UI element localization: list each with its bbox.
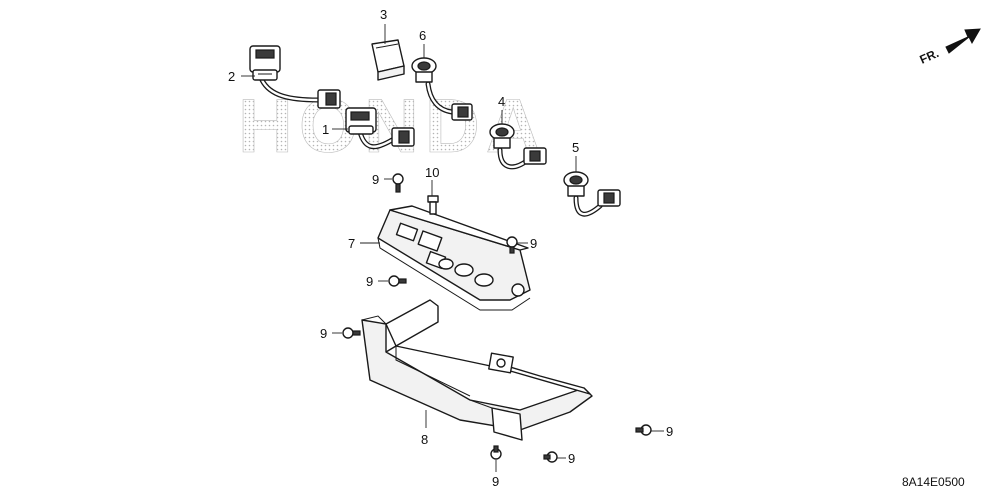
part-3-switch-cap[interactable] [371,39,405,81]
fastener-10[interactable] [427,195,439,215]
part-8-lower-cover[interactable] [361,299,593,441]
part-7-switch-panel[interactable] [377,205,531,311]
fastener-9-c[interactable] [388,275,407,287]
front-label: FR. [918,46,941,67]
callout-9-f: 9 [568,451,575,466]
callout-numbers: 2 3 6 1 4 5 9 10 7 9 9 9 8 9 9 9 [228,7,673,489]
front-direction-arrow: FR. [918,28,981,67]
part-1-switch-harness[interactable] [345,107,415,150]
callout-9-e: 9 [666,424,673,439]
callout-9-g: 9 [492,474,499,489]
callout-3: 3 [380,7,387,22]
part-5-socket-harness[interactable] [563,171,621,217]
fastener-9-e[interactable] [635,424,652,436]
callout-2: 2 [228,69,235,84]
part-4-socket-harness[interactable] [489,123,547,170]
fastener-9-d[interactable] [342,327,361,339]
callout-5: 5 [572,140,579,155]
callout-1: 1 [322,122,329,137]
fastener-9-g[interactable] [490,445,502,460]
fastener-9-b[interactable] [506,236,518,254]
front-arrow-icon [945,28,981,54]
fastener-9-a[interactable] [392,173,404,193]
callout-9-d: 9 [320,326,327,341]
diagram-code: 8A14E0500 [902,475,965,489]
part-6-socket-harness[interactable] [411,57,473,121]
callout-9-a: 9 [372,172,379,187]
callout-10: 10 [425,165,439,180]
callout-7: 7 [348,236,355,251]
callout-8: 8 [421,432,428,447]
callout-9-b: 9 [530,236,537,251]
callout-4: 4 [498,94,505,109]
leader-lines [241,24,664,472]
callout-6: 6 [419,28,426,43]
part-2-switch-harness[interactable] [249,45,341,109]
fastener-9-f[interactable] [543,451,558,463]
callout-9-c: 9 [366,274,373,289]
